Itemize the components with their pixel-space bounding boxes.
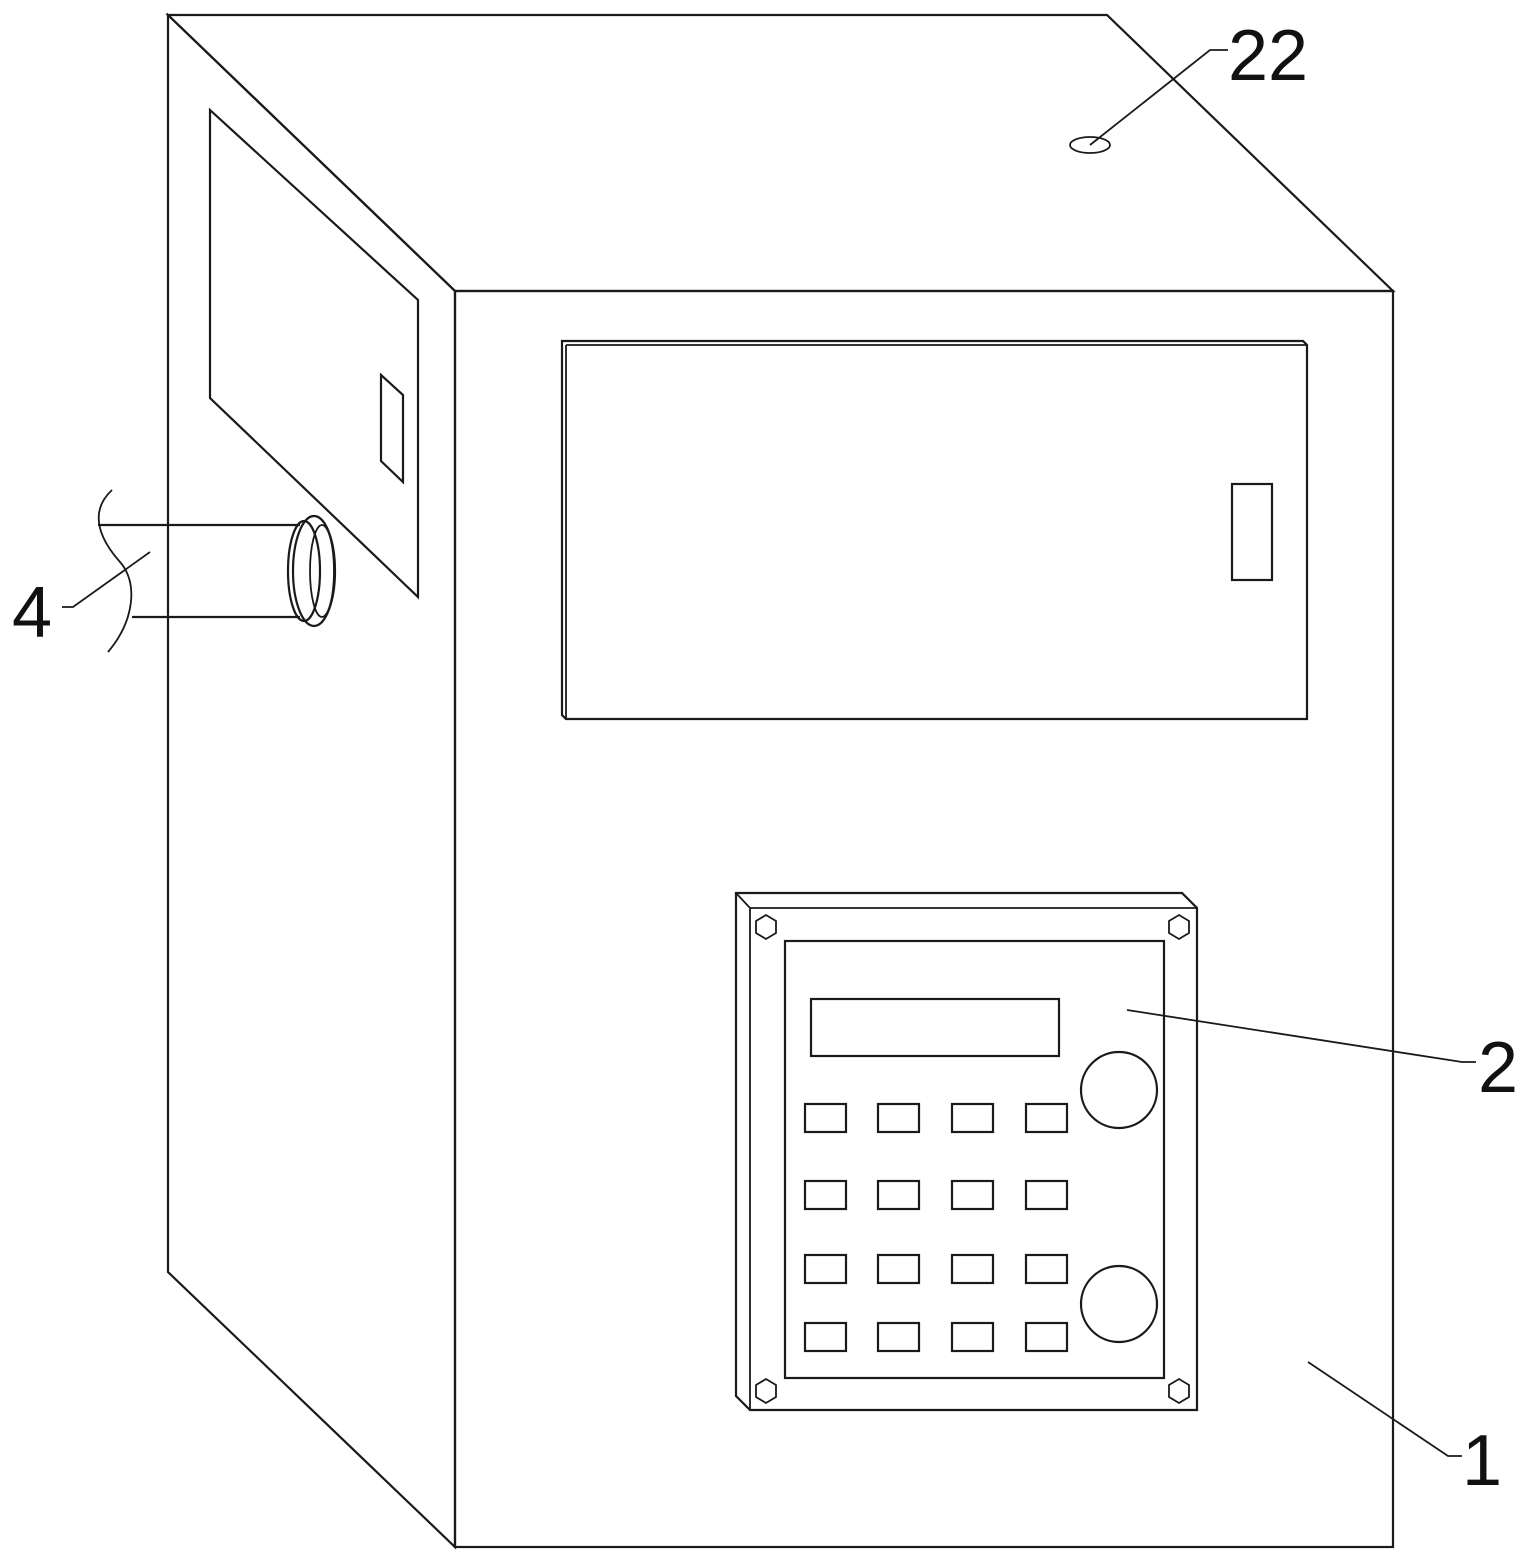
display-screen <box>809 997 1061 1058</box>
label-top-port: 22 <box>1228 16 1308 96</box>
label-pipe: 4 <box>12 573 52 653</box>
pipe <box>97 489 337 653</box>
panel-screw <box>1168 913 1190 941</box>
keypad-key <box>950 1253 995 1285</box>
leader-line-4 <box>62 551 151 608</box>
keypad-key <box>803 1253 848 1285</box>
keypad-key <box>1024 1179 1069 1211</box>
side-door <box>208 107 420 600</box>
keypad-key <box>950 1179 995 1211</box>
knob-upper <box>1079 1050 1159 1130</box>
keypad-key <box>1024 1253 1069 1285</box>
knob-lower <box>1079 1264 1159 1344</box>
keypad-key <box>876 1321 921 1353</box>
housing-top-face <box>165 13 1396 293</box>
panel-screw <box>755 1377 777 1405</box>
side-door-handle <box>379 372 405 485</box>
keypad-key <box>803 1102 848 1134</box>
housing <box>165 12 1396 1550</box>
control-panel <box>734 891 1199 1412</box>
front-door-handle <box>1230 482 1274 582</box>
pipe-break-line <box>97 489 133 653</box>
keypad-key <box>803 1321 848 1353</box>
keypad-key <box>876 1102 921 1134</box>
reference-labels: 22 4 2 1 <box>12 16 1518 1501</box>
leader-line-22 <box>1089 49 1228 146</box>
panel-screw <box>1168 1377 1190 1405</box>
keypad-key <box>950 1102 995 1134</box>
front-door <box>560 339 1309 721</box>
panel-screw <box>755 913 777 941</box>
keypad-key <box>1024 1102 1069 1134</box>
keypad <box>803 1102 1069 1353</box>
keypad-key <box>803 1179 848 1211</box>
leader-line-2 <box>1126 1009 1476 1063</box>
top-port <box>1069 136 1111 154</box>
keypad-key <box>950 1321 995 1353</box>
keypad-key <box>876 1253 921 1285</box>
leader-line-1 <box>1307 1361 1462 1457</box>
leader-lines <box>62 49 1476 1457</box>
panel-inner-frame <box>783 939 1166 1380</box>
keypad-key <box>876 1179 921 1211</box>
keypad-key <box>1024 1321 1069 1353</box>
housing-front-face <box>453 289 1395 1549</box>
label-control-panel: 2 <box>1478 1028 1518 1108</box>
label-housing: 1 <box>1462 1421 1502 1501</box>
